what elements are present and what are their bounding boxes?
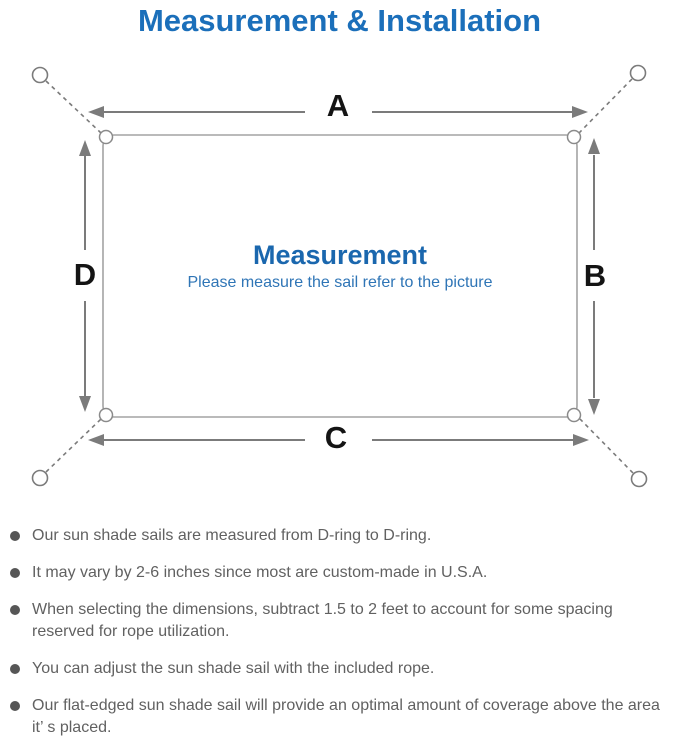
anchor-ring-top-right <box>629 64 647 82</box>
rope-bottom-right <box>579 418 634 474</box>
dimension-label-a: A <box>326 88 350 123</box>
d-ring-bottom-right <box>566 407 582 423</box>
note-text: Our sun shade sails are measured from D-… <box>32 527 432 544</box>
notes-list: Our sun shade sails are measured from D-… <box>0 525 679 739</box>
arrow-c-left-head <box>88 434 104 446</box>
bullet-icon <box>10 664 20 674</box>
list-item: Our flat-edged sun shade sail will provi… <box>10 695 671 739</box>
bullet-icon <box>10 605 20 615</box>
dimension-label-d: D <box>73 257 97 292</box>
dimension-label-c: C <box>324 420 348 455</box>
arrow-c-right-head <box>573 434 589 446</box>
note-text: You can adjust the sun shade sail with t… <box>32 660 435 677</box>
arrow-b-up-head <box>588 138 600 154</box>
dimension-label-b: B <box>583 258 607 293</box>
rope-top-right <box>578 78 633 134</box>
bullet-icon <box>10 568 20 578</box>
anchor-ring-bottom-left <box>31 469 49 487</box>
bullet-icon <box>10 701 20 711</box>
diagram-center-subtitle: Please measure the sail refer to the pic… <box>187 274 493 291</box>
list-item: It may vary by 2-6 inches since most are… <box>10 562 671 584</box>
diagram-center-title: Measurement <box>252 240 428 270</box>
list-item: You can adjust the sun shade sail with t… <box>10 658 671 680</box>
note-text: Our flat-edged sun shade sail will provi… <box>32 697 660 736</box>
note-text: When selecting the dimensions, subtract … <box>32 601 613 640</box>
measurement-diagram: A B C D Measurement Please measure the s… <box>0 45 679 515</box>
sail-outline <box>102 134 578 418</box>
list-item: Our sun shade sails are measured from D-… <box>10 525 671 547</box>
d-ring-bottom-left <box>98 407 114 423</box>
arrow-d-down-head <box>79 396 91 412</box>
arrow-a-left-head <box>88 106 104 118</box>
anchor-ring-top-left <box>31 66 49 84</box>
anchor-ring-bottom-right <box>630 470 648 488</box>
rope-bottom-left <box>45 418 102 473</box>
arrow-b-down-head <box>588 399 600 415</box>
arrow-d-up-head <box>79 140 91 156</box>
list-item: When selecting the dimensions, subtract … <box>10 599 671 643</box>
arrow-a-right-head <box>572 106 588 118</box>
bullet-icon <box>10 531 20 541</box>
note-text: It may vary by 2-6 inches since most are… <box>32 564 488 581</box>
d-ring-top-left <box>98 129 114 145</box>
sail-diagram-canvas <box>31 64 648 488</box>
page-title: Measurement & Installation <box>137 3 542 38</box>
rope-top-left <box>45 80 102 134</box>
d-ring-top-right <box>566 129 582 145</box>
